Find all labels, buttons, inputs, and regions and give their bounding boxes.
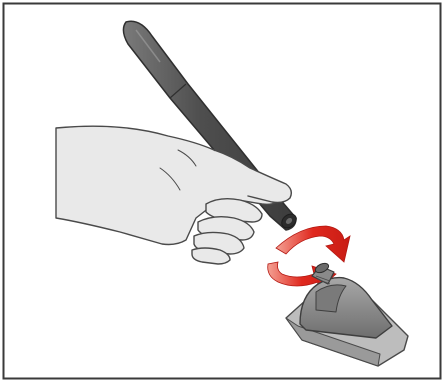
instruction-illustration bbox=[0, 0, 444, 382]
illustration-canvas bbox=[0, 0, 444, 382]
